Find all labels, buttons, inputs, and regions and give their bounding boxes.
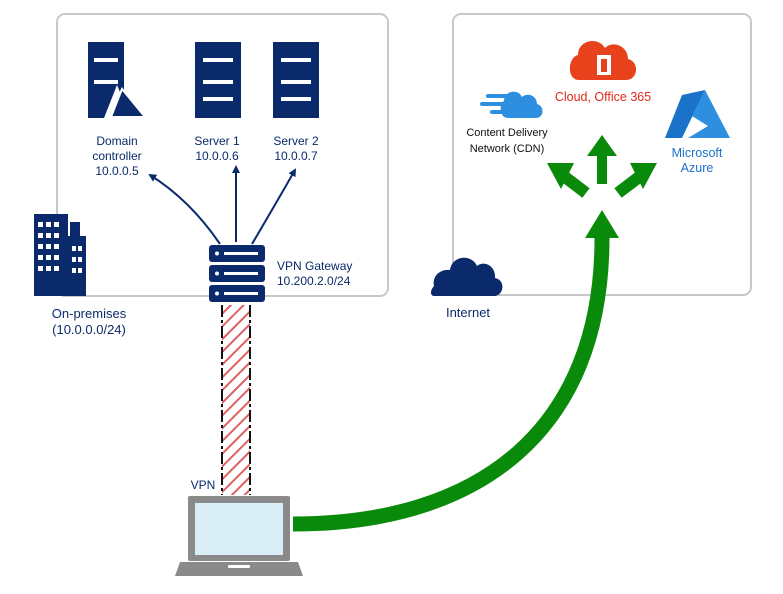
fanout-arrows	[547, 135, 657, 198]
cdn-label-2: Network (CDN)	[470, 143, 545, 155]
laptop-icon	[175, 496, 303, 576]
internet-traffic-path	[292, 237, 610, 532]
internet-traffic-arrowhead	[585, 210, 619, 238]
cdn-cloud-icon	[480, 91, 543, 118]
gateway-to-server-2-arrow	[251, 168, 296, 245]
azure-label-1: Microsoft	[672, 146, 723, 160]
vpn-label: VPN	[191, 478, 216, 492]
internet-label: Internet	[446, 305, 490, 320]
office365-cloud-icon	[569, 40, 637, 80]
server-1-label: Server 1	[194, 134, 240, 148]
server-2-label: Server 2	[273, 134, 319, 148]
on-premises-label: On-premises	[52, 306, 127, 321]
on-premises-range: (10.0.0.0/24)	[52, 322, 126, 337]
internet-cloud-icon	[431, 257, 503, 296]
cdn-label-1: Content Delivery	[466, 127, 548, 139]
server-1-icon	[195, 42, 241, 118]
domain-controller-ip: 10.0.0.5	[95, 164, 139, 178]
gateway-to-domain-controller-arrow	[148, 173, 221, 245]
domain-controller-label-1: Domain	[96, 134, 137, 148]
office365-label: Cloud, Office 365	[555, 90, 651, 104]
vpn-gateway-ip: 10.200.2.0/24	[277, 274, 351, 288]
azure-icon	[665, 90, 730, 138]
domain-controller-icon	[88, 42, 148, 118]
vpn-gateway-label: VPN Gateway	[277, 259, 352, 273]
vpn-tunnel	[221, 305, 251, 495]
azure-label-2: Azure	[681, 161, 714, 175]
server-2-icon	[273, 42, 319, 118]
server-2-ip: 10.0.0.7	[274, 149, 318, 163]
vpn-gateway-icon	[209, 245, 265, 302]
server-1-ip: 10.0.0.6	[195, 149, 239, 163]
buildings-icon	[34, 214, 86, 296]
domain-controller-label-2: controller	[92, 149, 141, 163]
